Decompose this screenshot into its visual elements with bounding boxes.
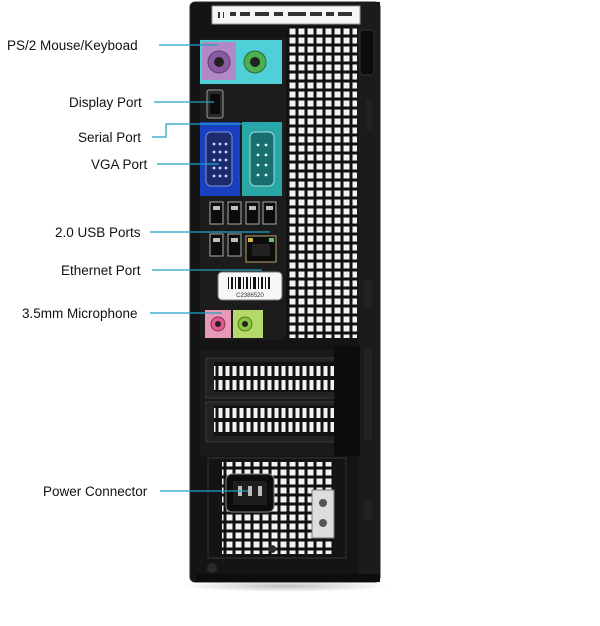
vga-port-label: VGA Port [91, 157, 148, 172]
microphone-label: 3.5mm Microphone [22, 306, 138, 321]
tower-shadow [180, 580, 390, 592]
psu-test-panel [311, 489, 335, 539]
ps2-mouse-keyboard-label: PS/2 Mouse/Keyboad [7, 38, 138, 53]
ethernet-port-label: Ethernet Port [61, 263, 141, 278]
usb-ports-label: 2.0 USB Ports [55, 225, 141, 240]
serial-port [249, 131, 275, 187]
service-tag-code: C2386520 [236, 293, 264, 299]
top-barcode-sticker [211, 5, 361, 25]
rear-vent-grid [287, 26, 357, 338]
vga-port [205, 131, 233, 187]
power-connector-label: Power Connector [43, 484, 148, 499]
serial-port-label: Serial Port [78, 130, 142, 145]
display-port-label: Display Port [69, 95, 142, 110]
